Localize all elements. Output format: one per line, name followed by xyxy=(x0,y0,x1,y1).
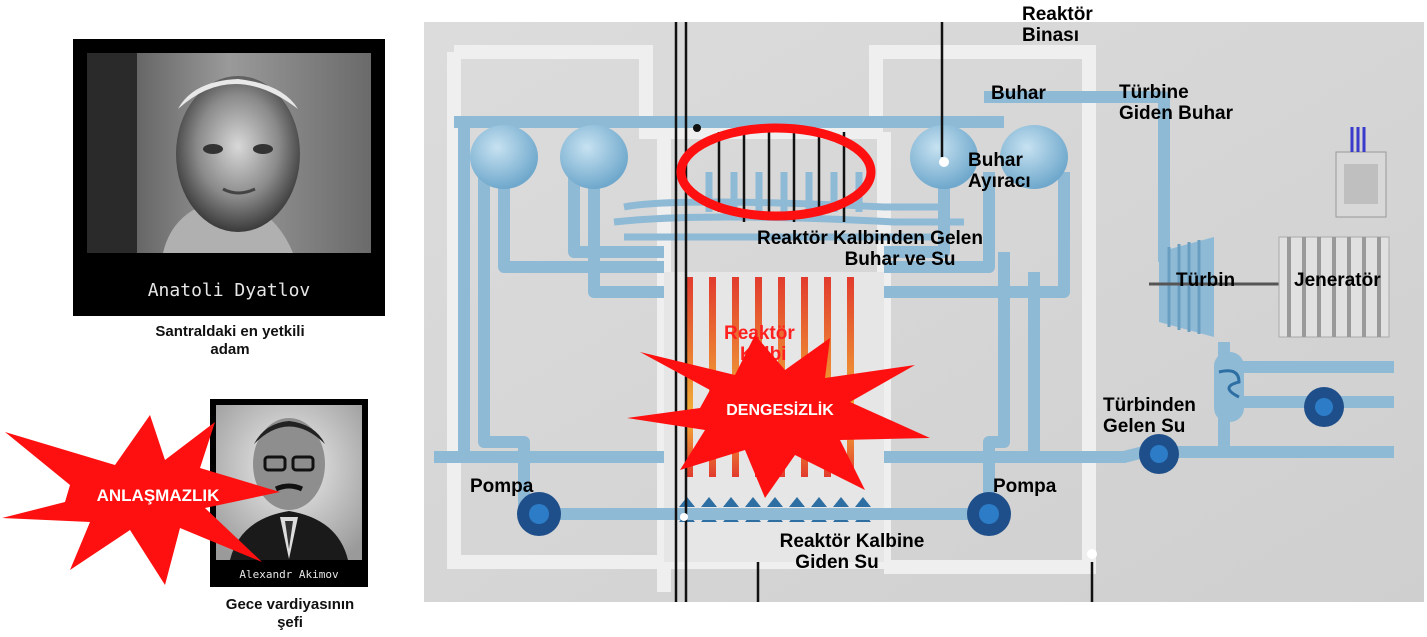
control-rods xyxy=(674,22,1094,602)
disagreement-burst-shape xyxy=(2,415,280,585)
akimov-name-plate: Alexandr Akimov xyxy=(239,568,339,581)
disagreement-burst xyxy=(2,415,280,585)
turbine xyxy=(1149,237,1284,337)
label-reactor-building: Reaktör Binası xyxy=(1022,4,1093,46)
label-pump-right: Pompa xyxy=(993,476,1057,497)
coolant-pipes xyxy=(434,91,1394,520)
label-to-core: Reaktör Kalbine Giden Su xyxy=(779,531,925,573)
rbmk-diagram xyxy=(424,22,1424,602)
condenser xyxy=(1214,352,1244,422)
rod-marker xyxy=(693,124,701,132)
instability-label: DENGESİZLİK xyxy=(726,402,834,419)
inlet-marker xyxy=(680,513,688,521)
label-steam-to-turbine: Türbine Giden Buhar xyxy=(1119,82,1234,124)
akimov-caption: Gece vardiyasının şefi xyxy=(225,596,355,631)
label-from-core: Reaktör Kalbinden Gelen Buhar ve Su xyxy=(757,228,983,270)
dyatlov-caption: Santraldaki en yetkili adam xyxy=(155,323,305,358)
akimov-photo: Alexandr Akimov xyxy=(210,399,368,587)
generator xyxy=(1278,127,1390,338)
label-from-turbine: Türbinden Gelen Su xyxy=(1103,395,1196,437)
akimov-portrait xyxy=(216,405,362,583)
label-pump-left: Pompa xyxy=(470,476,534,497)
label-generator: Jeneratör xyxy=(1294,270,1381,291)
disagreement-label: ANLAŞMAZLIK xyxy=(96,486,220,505)
pumps xyxy=(517,387,1344,536)
label-steam-separator: Buhar Ayıracı xyxy=(968,150,1031,192)
dyatlov-name-plate: Anatoli Dyatlov xyxy=(147,280,311,301)
label-steam: Buhar xyxy=(991,83,1046,104)
pipe-marker xyxy=(1087,549,1097,559)
dyatlov-photo: Anatoli Dyatlov xyxy=(73,39,385,316)
instability-burst xyxy=(627,335,930,498)
riser-pipes xyxy=(613,172,964,241)
label-turbine: Türbin xyxy=(1176,270,1236,291)
steam-drums xyxy=(470,125,1068,189)
instability-burst-shape xyxy=(627,335,930,498)
highlight-ellipse xyxy=(676,123,876,221)
dyatlov-portrait xyxy=(87,53,371,310)
